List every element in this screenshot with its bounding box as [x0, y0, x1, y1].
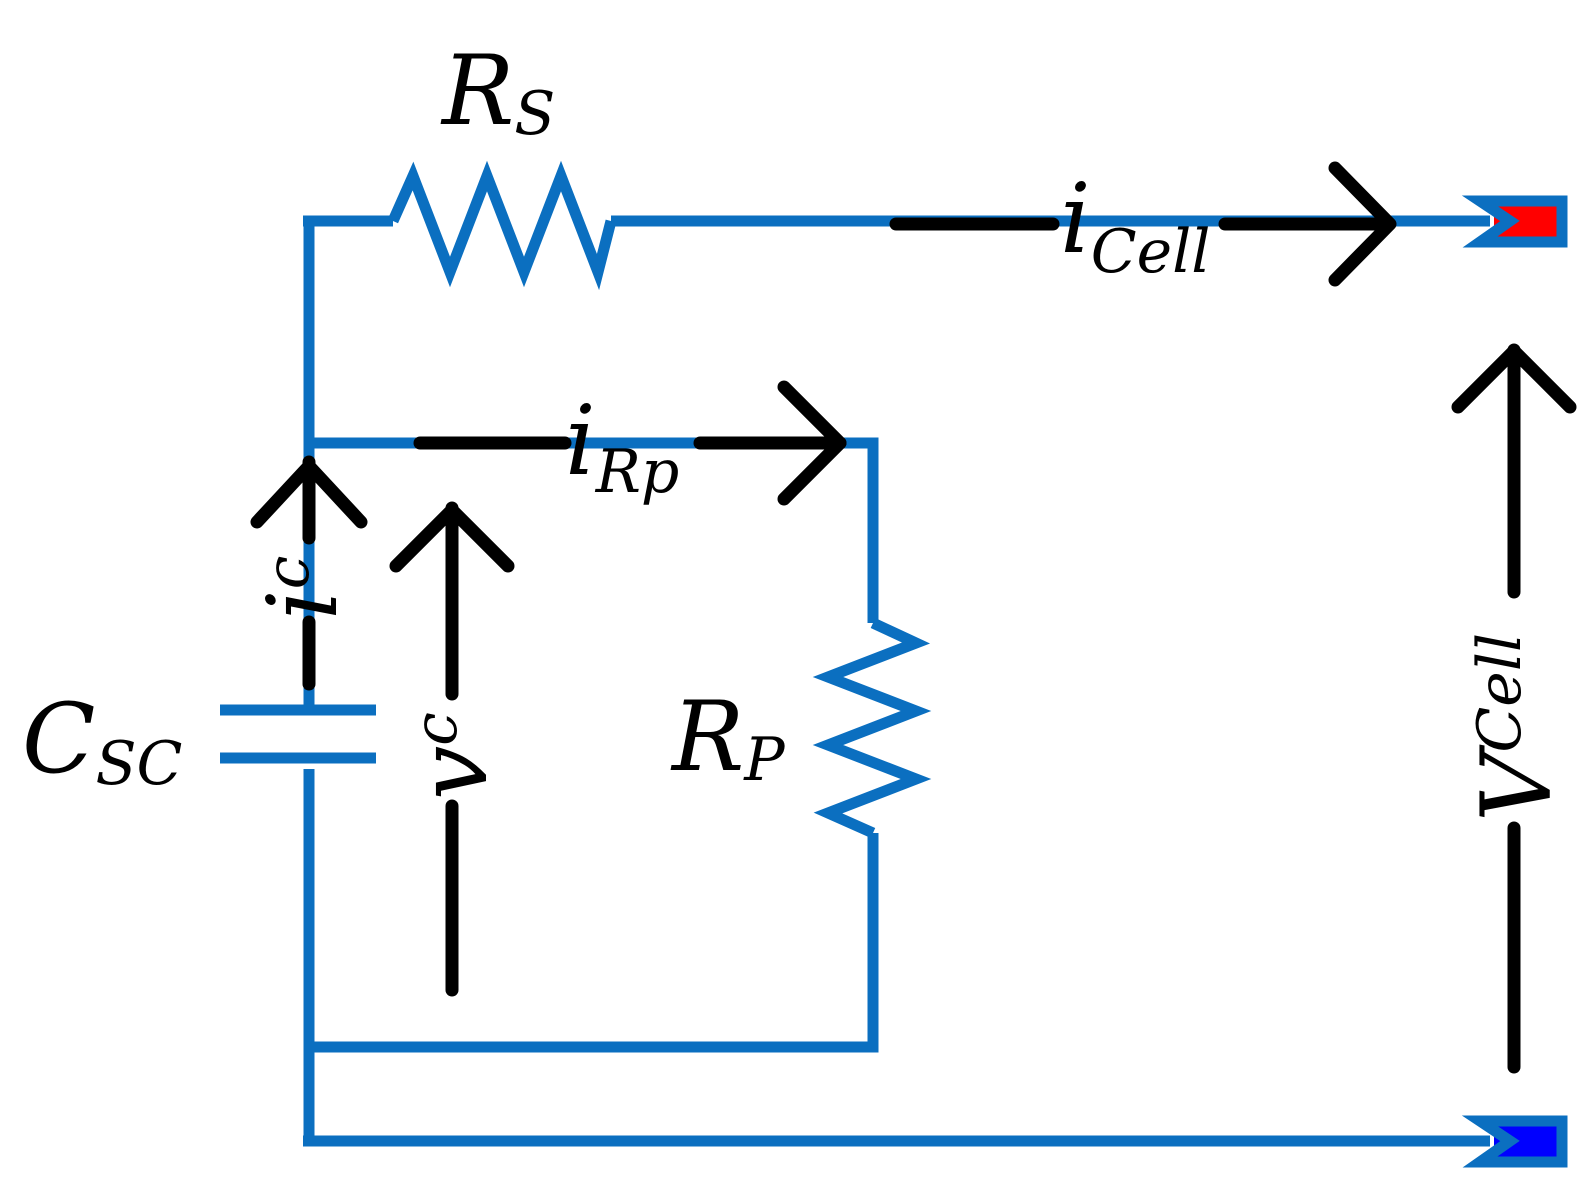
negative-terminal-outline	[1461, 1115, 1568, 1168]
positive-terminal	[1461, 195, 1568, 248]
i-cell-arrow-head	[1328, 161, 1397, 287]
v-cell-label: VCell	[1461, 633, 1573, 822]
i-rp-label-sub: Rp	[595, 437, 680, 507]
rs-label-sub: S	[514, 79, 555, 149]
v-cell-label-sub: Cell	[1465, 633, 1535, 753]
v-c-arrow	[389, 501, 515, 997]
rp-label-main: R	[670, 681, 744, 793]
v-c-label: vc	[397, 712, 509, 800]
rp-label: RP	[670, 681, 786, 795]
csc-label-sub: SC	[95, 729, 182, 799]
rp-branch-bottom-wire	[309, 833, 879, 1053]
capacitor-csc	[220, 704, 376, 764]
v-cell-arrow	[1451, 343, 1577, 1074]
i-rp-arrow	[413, 380, 847, 506]
rp-label-sub: P	[743, 725, 786, 795]
i-rp-arrow-head	[777, 380, 847, 506]
parallel-resistor-rp	[812, 618, 932, 839]
i-cell-arrow	[889, 161, 1397, 287]
rs-label-main: R	[440, 35, 514, 147]
v-c-arrow-head	[389, 503, 515, 573]
csc-label: CSC	[22, 683, 182, 799]
v-cell-label-main: V	[1461, 744, 1573, 822]
negative-terminal	[1461, 1115, 1568, 1168]
i-c-arrow	[250, 455, 368, 691]
i-cell-label-sub: Cell	[1091, 217, 1211, 287]
positive-terminal-outline	[1461, 195, 1568, 248]
i-c-label-main: i	[247, 589, 359, 620]
circuit-wires	[303, 160, 1490, 1147]
i-c-label-sub: c	[253, 556, 323, 590]
i-cell-label: iCell	[1060, 163, 1211, 287]
i-rp-label-main: i	[565, 385, 596, 497]
i-cell-label-main: i	[1060, 163, 1091, 275]
v-c-label-main: v	[397, 746, 509, 800]
series-resistor-rs	[387, 160, 617, 291]
i-c-label: ic	[247, 556, 359, 620]
rs-label: RS	[440, 35, 555, 149]
i-c-arrow-head	[250, 459, 368, 529]
v-cell-arrow-head	[1451, 344, 1577, 414]
v-c-label-sub: c	[401, 712, 471, 746]
csc-label-main: C	[22, 683, 95, 795]
i-rp-label: iRp	[565, 385, 679, 507]
